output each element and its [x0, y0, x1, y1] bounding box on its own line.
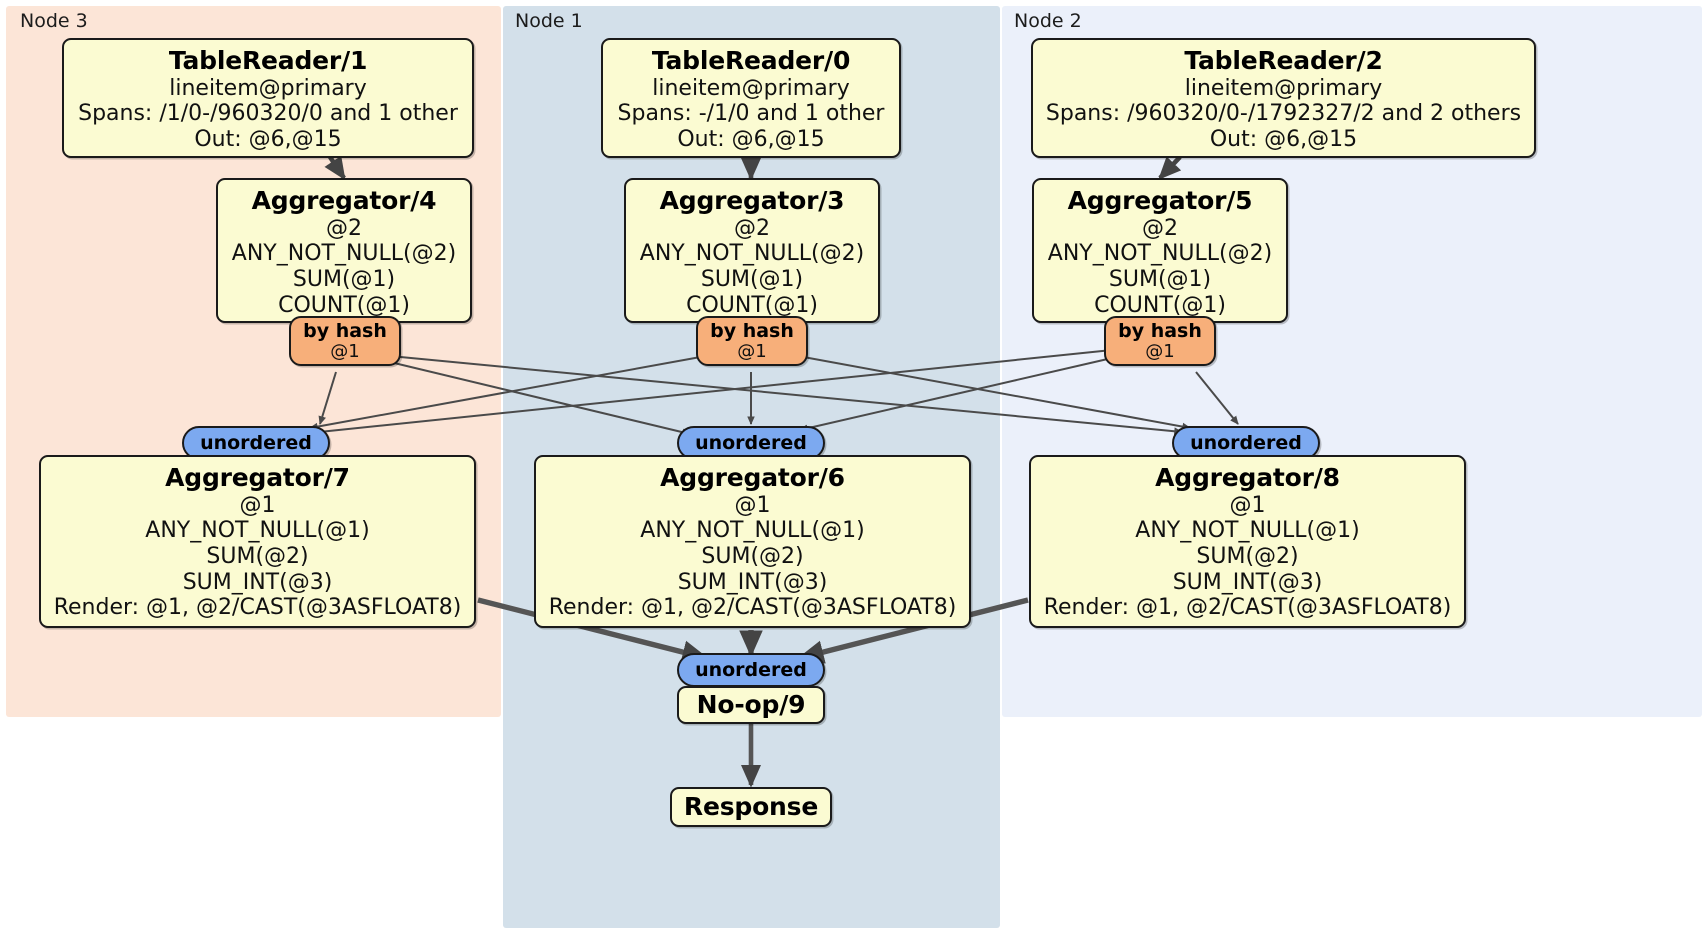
node-aggregator-8[interactable]: Aggregator/8 @1 ANY_NOT_NULL(@1) SUM(@2)…	[1029, 455, 1466, 628]
node-line: SUM(@2)	[701, 543, 804, 569]
output-router-by-hash-right[interactable]: by hash @1	[1104, 316, 1216, 366]
node-line: SUM(@1)	[292, 266, 396, 292]
router-column: @1	[330, 340, 360, 362]
node-title: Response	[683, 792, 819, 822]
node-line: Render: @1, @2/CAST(@3ASFLOAT8)	[1043, 595, 1452, 621]
node-line: @1	[734, 492, 771, 518]
node-aggregator-5[interactable]: Aggregator/5 @2 ANY_NOT_NULL(@2) SUM(@1)…	[1032, 178, 1288, 323]
sync-label: unordered	[695, 658, 807, 681]
node-line: Render: @1, @2/CAST(@3ASFLOAT8)	[53, 595, 462, 621]
node-line: Spans: -/1/0 and 1 other	[617, 101, 885, 127]
node-line: @2	[326, 215, 362, 241]
node-line: SUM(@2)	[1196, 543, 1299, 569]
node-title: TableReader/2	[1184, 46, 1383, 75]
panel-node2-label: Node 2	[1014, 10, 1082, 32]
node-title: TableReader/1	[168, 46, 368, 75]
router-label: by hash	[710, 319, 794, 342]
node-title: Aggregator/7	[165, 463, 350, 492]
node-title: TableReader/0	[651, 46, 851, 75]
node-line: @1	[1229, 492, 1266, 518]
node-tablereader-0[interactable]: TableReader/0 lineitem@primary Spans: -/…	[601, 38, 901, 158]
node-title: Aggregator/8	[1155, 463, 1340, 492]
node-line: ANY_NOT_NULL(@2)	[1047, 241, 1273, 267]
node-line: SUM_INT(@3)	[182, 569, 333, 595]
output-router-by-hash-left[interactable]: by hash @1	[289, 316, 401, 366]
node-aggregator-4[interactable]: Aggregator/4 @2 ANY_NOT_NULL(@2) SUM(@1)…	[216, 178, 472, 323]
router-label: by hash	[1118, 319, 1202, 342]
node-line: COUNT(@1)	[1094, 292, 1226, 318]
node-line: SUM(@2)	[206, 543, 309, 569]
node-title: Aggregator/6	[660, 463, 845, 492]
node-line: Spans: /960320/0-/1792327/2 and 2 others	[1045, 101, 1522, 127]
node-line: SUM_INT(@3)	[1172, 569, 1323, 595]
node-line: lineitem@primary	[1184, 75, 1383, 101]
node-line: ANY_NOT_NULL(@1)	[1135, 518, 1360, 544]
node-aggregator-6[interactable]: Aggregator/6 @1 ANY_NOT_NULL(@1) SUM(@2)…	[534, 455, 971, 628]
node-aggregator-3[interactable]: Aggregator/3 @2 ANY_NOT_NULL(@2) SUM(@1)…	[624, 178, 880, 323]
input-sync-unordered-final[interactable]: unordered	[677, 653, 825, 687]
node-line: ANY_NOT_NULL(@1)	[640, 518, 865, 544]
input-sync-unordered-left[interactable]: unordered	[182, 426, 330, 460]
node-tablereader-1[interactable]: TableReader/1 lineitem@primary Spans: /1…	[62, 38, 474, 158]
node-response[interactable]: Response	[670, 787, 832, 827]
node-line: @1	[239, 492, 276, 518]
node-line: ANY_NOT_NULL(@1)	[145, 518, 370, 544]
node-no-op-9[interactable]: No-op/9	[677, 686, 825, 724]
panel-node1-label: Node 1	[515, 10, 583, 32]
node-title: Aggregator/5	[1067, 186, 1253, 215]
node-line: SUM(@1)	[700, 266, 804, 292]
node-line: Spans: /1/0-/960320/0 and 1 other	[78, 101, 458, 127]
panel-node3-label: Node 3	[20, 10, 88, 32]
node-line: Out: @6,@15	[677, 126, 825, 152]
sync-label: unordered	[200, 431, 312, 454]
node-line: lineitem@primary	[652, 75, 850, 101]
sync-label: unordered	[1190, 431, 1302, 454]
node-aggregator-7[interactable]: Aggregator/7 @1 ANY_NOT_NULL(@1) SUM(@2)…	[39, 455, 476, 628]
input-sync-unordered-center[interactable]: unordered	[677, 426, 825, 460]
node-line: ANY_NOT_NULL(@2)	[231, 241, 457, 267]
node-line: @2	[1142, 215, 1178, 241]
node-line: COUNT(@1)	[278, 292, 410, 318]
node-line: Out: @6,@15	[194, 126, 342, 152]
node-title: Aggregator/3	[659, 186, 845, 215]
node-line: Out: @6,@15	[1209, 126, 1358, 152]
node-line: lineitem@primary	[169, 75, 367, 101]
router-column: @1	[1145, 340, 1175, 362]
node-line: SUM(@1)	[1108, 266, 1212, 292]
node-line: ANY_NOT_NULL(@2)	[639, 241, 865, 267]
sync-label: unordered	[695, 431, 807, 454]
output-router-by-hash-center[interactable]: by hash @1	[696, 316, 808, 366]
router-column: @1	[737, 340, 767, 362]
node-tablereader-2[interactable]: TableReader/2 lineitem@primary Spans: /9…	[1031, 38, 1536, 158]
node-line: SUM_INT(@3)	[677, 569, 828, 595]
node-title: Aggregator/4	[251, 186, 437, 215]
node-line: COUNT(@1)	[686, 292, 818, 318]
router-label: by hash	[303, 319, 387, 342]
node-line: Render: @1, @2/CAST(@3ASFLOAT8)	[548, 595, 957, 621]
node-line: @2	[734, 215, 770, 241]
node-title: No-op/9	[696, 690, 806, 720]
